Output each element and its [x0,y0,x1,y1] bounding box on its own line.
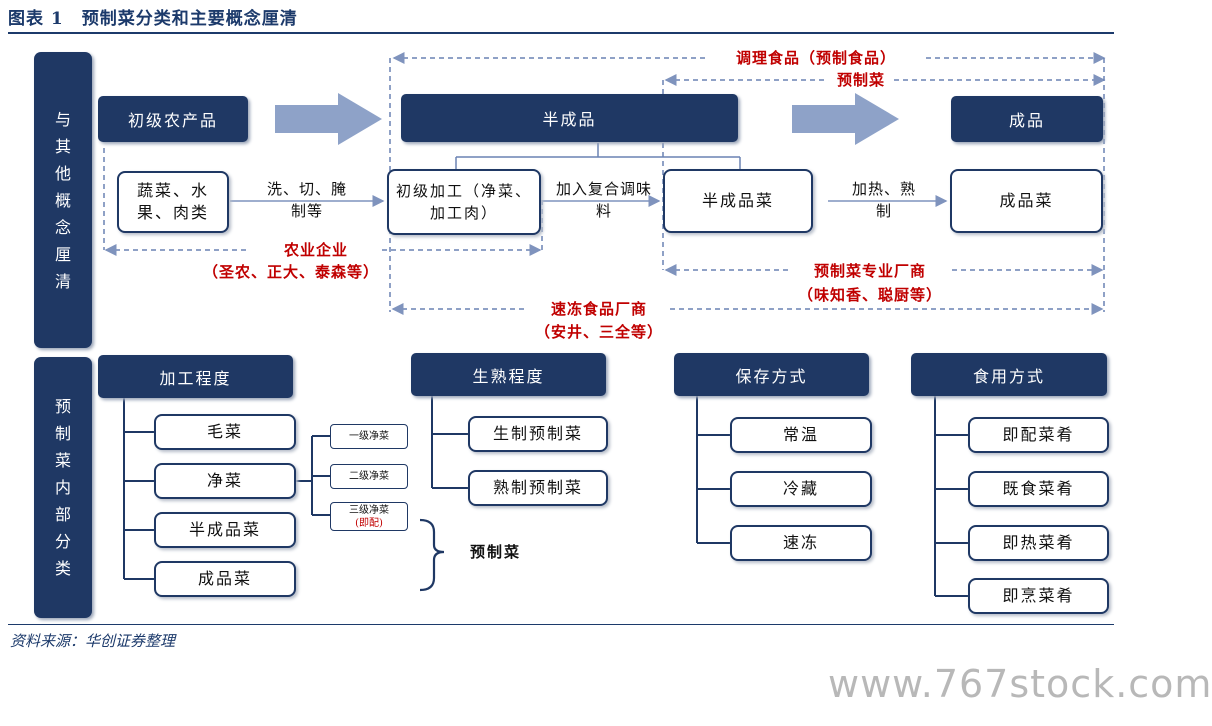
range-agri-examples: （圣农、正大、泰森等） [202,263,379,281]
range-prepared-food: 调理食品（预制食品） [735,49,896,67]
item-cooked-prepared-dish: 熟制预制菜 [468,470,608,506]
watermark: www.767stock.com [828,662,1212,706]
item-finished-dish: 成品菜 [154,561,296,597]
sub-net-veg-level2: 二级净菜 [330,464,408,489]
item-frozen: 速冻 [730,525,872,561]
item-ready-to-mix: 即配菜肴 [968,417,1109,453]
item-room-temp: 常温 [730,417,872,453]
step-heat-cook: 加热、熟制 [851,180,916,220]
item-semi-dish: 半成品菜 [154,512,296,548]
box-vegetables-fruit-meat: 蔬菜、水果、肉类 [117,171,229,233]
header-storage-method: 保存方式 [674,353,869,396]
block-arrow-2 [792,93,899,145]
block-arrow-1 [275,93,382,145]
item-raw-veg: 毛菜 [154,414,296,450]
prepared-dish-bracket [419,518,445,592]
box-primary-processing: 初级加工（净菜、加工肉） [387,169,541,235]
label-prepared-dish: 预制菜 [470,543,522,561]
title-divider [8,32,1114,34]
step-wash-cut: 洗、切、腌制等 [266,180,347,220]
range-prepared-dish: 预制菜 [836,71,885,89]
header-finished-product: 成品 [951,96,1103,142]
header-processing-degree: 加工程度 [98,355,293,398]
sub-net-veg-level3: 三级净菜 (即配) [330,502,408,531]
sub-net-veg-level1: 一级净菜 [330,424,408,449]
range-specialist-maker: 预制菜专业厂商 [813,262,926,280]
box-finished-dish: 成品菜 [950,169,1103,233]
range-specialist-examples: （味知香、聪厨等） [797,286,942,304]
figure-title: 图表 1 预制菜分类和主要概念厘清 [8,9,298,29]
range-frozen-maker: 速冻食品厂商 [550,300,647,318]
range-frozen-examples: （安井、三全等） [534,323,663,341]
item-net-veg: 净菜 [154,463,296,499]
source-note: 资料来源：华创证券整理 [10,632,176,650]
header-eating-method: 食用方式 [911,353,1107,396]
item-ready-to-eat: 既食菜肴 [968,471,1109,507]
item-ready-to-cook: 即烹菜肴 [968,578,1109,614]
header-semi-product: 半成品 [401,94,738,142]
range-agri-company: 农业企业 [283,241,348,259]
item-ready-to-heat: 即热菜肴 [968,525,1109,561]
box-semi-dish: 半成品菜 [663,169,813,233]
side-label-internal-classification: 预制菜内部分类 [34,357,92,618]
header-raw-produce: 初级农产品 [98,96,248,142]
side-label-comparison: 与其他概念厘清 [34,52,92,348]
step-add-seasoning: 加入复合调味料 [556,180,653,220]
header-cooked-degree: 生熟程度 [411,353,606,396]
connector-layer [103,52,1106,597]
item-raw-prepared-dish: 生制预制菜 [468,416,608,452]
item-refrigerated: 冷藏 [730,471,872,507]
bottom-divider [8,624,1114,625]
